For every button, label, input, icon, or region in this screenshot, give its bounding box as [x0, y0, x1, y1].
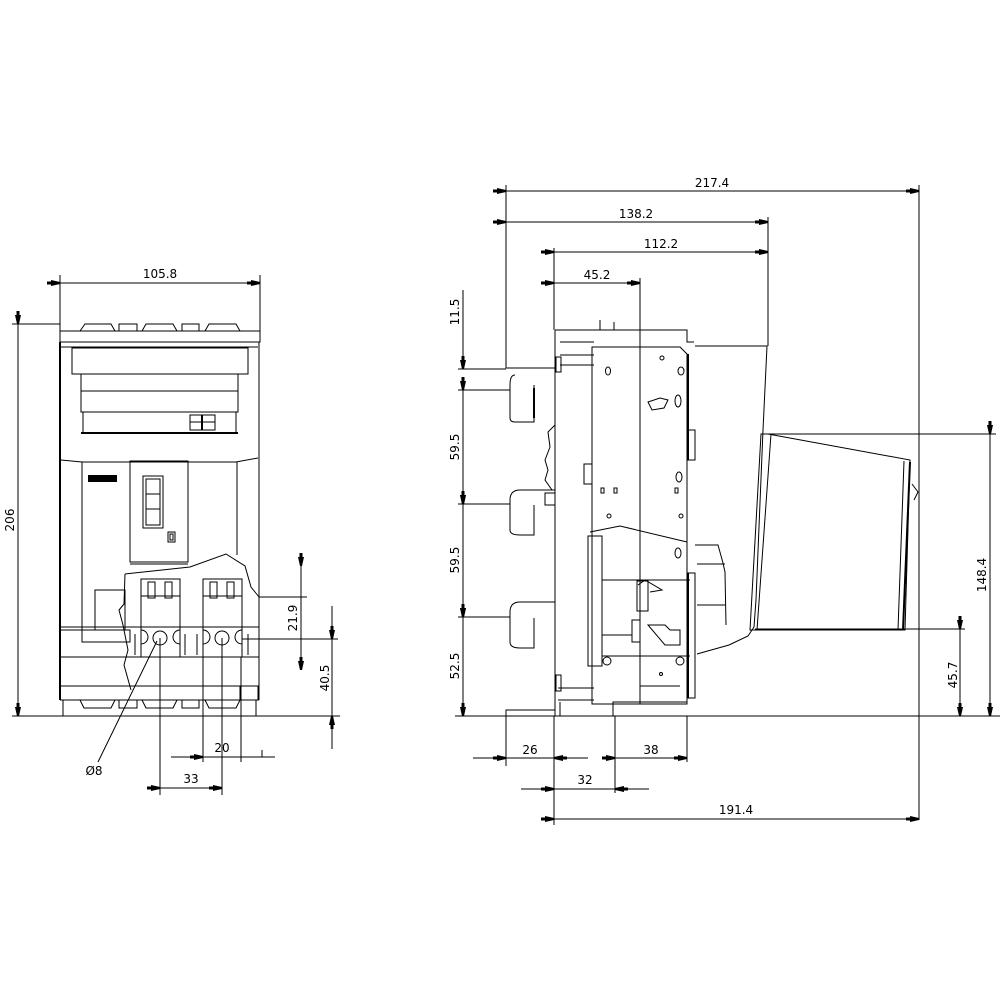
break-line — [124, 553, 260, 598]
dim-handle-height: 148.4 — [768, 421, 996, 716]
dim-depth-1: 138.2 — [493, 207, 769, 346]
dim-handle-bottom-label: 45.7 — [946, 662, 960, 689]
dim-width-label: 105.8 — [143, 267, 177, 281]
side-terminal-top — [509, 374, 535, 423]
dim-terminal-center: 40.5 — [318, 606, 335, 749]
dim-left-chain: 11.5 59.5 59.5 52.5 — [448, 290, 510, 716]
dim-hole-diameter: Ø8 — [85, 640, 158, 778]
dim-depth-2: 112.2 — [541, 237, 768, 330]
dim-depth-3-label: 45.2 — [584, 268, 611, 282]
dim-depth-3: 45.2 — [541, 268, 641, 330]
dim-terminal-height: 21.9 — [242, 553, 338, 670]
breaker-body — [555, 290, 696, 705]
dim-overall-depth: 217.4 — [493, 176, 920, 820]
dim-hole-diameter-label: Ø8 — [85, 764, 102, 778]
dim-pole-pitch-label: 33 — [183, 772, 198, 786]
front-header-block — [71, 347, 249, 434]
dim-overall-depth-label: 217.4 — [695, 176, 729, 190]
front-feet — [62, 699, 257, 716]
dim-rear-2: 32 — [521, 716, 649, 793]
dim-rear-1: 26 — [473, 716, 588, 825]
side-handle — [695, 345, 919, 655]
dim-bottom-offset-label: 52.5 — [448, 653, 462, 680]
dim-rear-2-label: 32 — [577, 773, 592, 787]
dim-depth-base: 191.4 — [541, 803, 919, 822]
dim-rear-1-label: 26 — [522, 743, 537, 757]
dim-pole-pitch: 33 — [147, 638, 223, 795]
front-switch-panel — [129, 460, 189, 565]
dim-pitch-2-label: 59.5 — [448, 547, 462, 574]
dim-rear-3: 38 — [602, 716, 688, 762]
front-top-cap — [59, 323, 261, 343]
dim-terminal-height-label: 21.9 — [286, 605, 300, 632]
dim-depth-2-label: 112.2 — [644, 237, 678, 251]
dim-height-label: 206 — [3, 509, 17, 532]
dim-top-offset-label: 11.5 — [448, 299, 462, 326]
dim-rear-3-label: 38 — [643, 743, 658, 757]
dim-terminal-center-label: 40.5 — [318, 665, 332, 692]
dim-depth-base-label: 191.4 — [719, 803, 753, 817]
dim-depth-1-label: 138.2 — [619, 207, 653, 221]
dim-pitch-1-label: 59.5 — [448, 434, 462, 461]
brand-label-icon — [88, 475, 117, 482]
side-terminal-middle — [509, 489, 556, 536]
dim-height: 206 — [3, 311, 340, 717]
side-view: 217.4 138.2 112.2 45.2 11.5 59.5 — [448, 176, 1000, 825]
dim-width: 105.8 — [47, 267, 261, 331]
side-terminal-bottom — [509, 601, 555, 649]
terminal-right — [196, 578, 249, 658]
dim-handle-bottom: 45.7 — [755, 616, 965, 716]
front-view: 105.8 206 21.9 40.5 — [3, 267, 340, 795]
dim-handle-height-label: 148.4 — [975, 558, 989, 592]
